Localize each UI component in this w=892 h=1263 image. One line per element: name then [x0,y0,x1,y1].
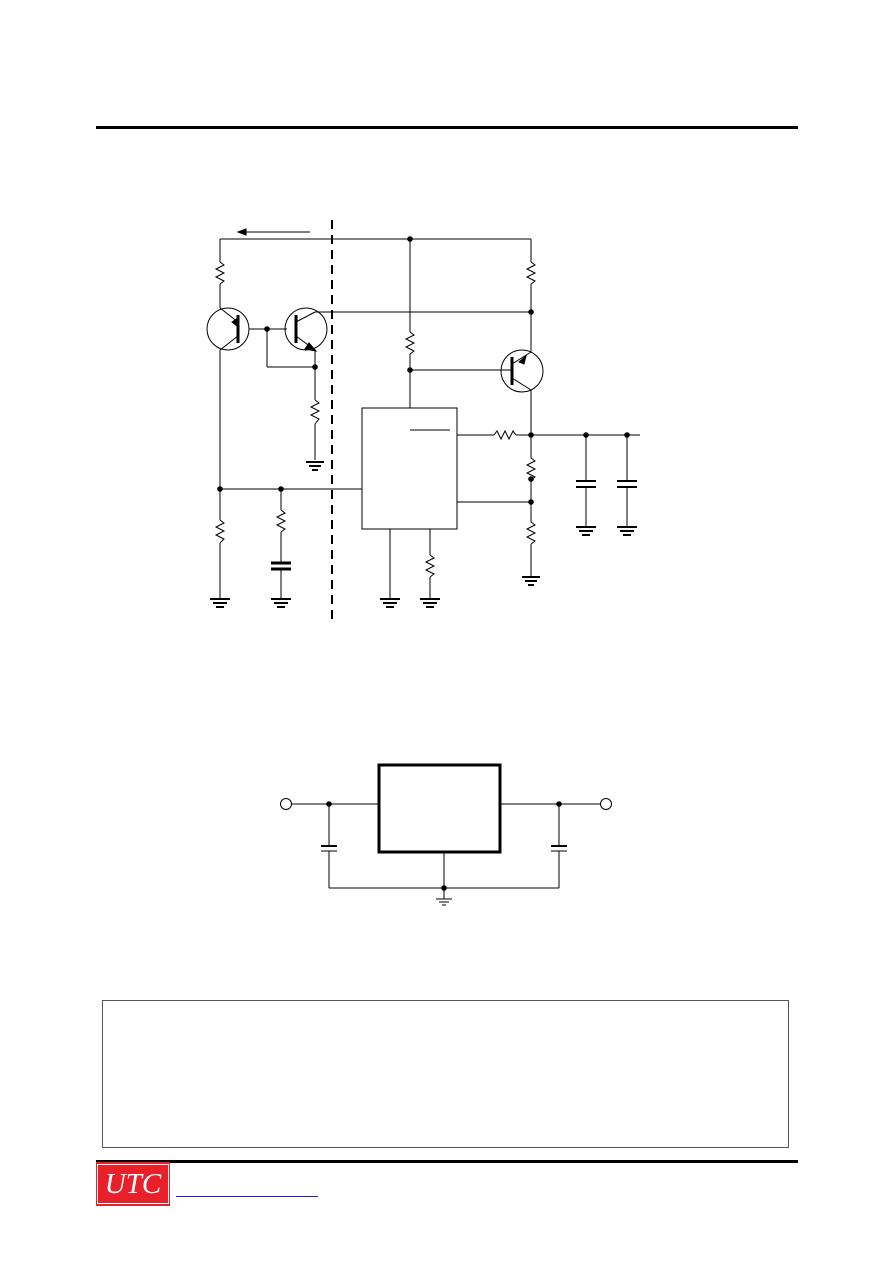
resistor-q2-emitter [309,399,321,425]
ground-symbol [306,461,324,471]
output-capacitor [551,845,567,852]
output-terminal [600,798,612,810]
resistor-ic-bottom [424,554,436,578]
regulator-block [377,763,502,854]
capacitor-out-1 [576,480,596,488]
footer-rule [96,1160,798,1163]
junction-dot [528,432,534,438]
transistor-q3 [500,349,544,393]
resistor-divider-bottom [525,521,537,545]
resistor-divider-top [525,457,537,481]
transistor-q2 [284,307,328,352]
ground-symbol [576,526,596,536]
ground-symbol [420,598,440,608]
ground-symbol [436,898,452,906]
utc-logo-text: UTC [104,1167,162,1200]
resistor-left-top [214,261,226,285]
junction-dot [312,364,318,370]
resistor-rc [275,509,287,533]
website-link[interactable] [176,1196,318,1197]
ground-symbol [617,526,637,536]
input-terminal [280,798,292,810]
ground-symbol [380,598,400,608]
junction-dot [528,499,534,505]
current-arrow [236,228,310,236]
internal-circuit-schematic [206,220,640,620]
resistor-right-top [525,261,537,285]
ground-symbol [271,598,291,608]
header-rule [96,126,798,129]
utc-logo: UTC [96,1162,170,1206]
resistor-output-series [493,429,517,441]
regulator-ic-block [361,407,458,530]
junction-dot [528,476,534,482]
resistor-left-bottom [214,519,226,544]
capacitor-rc [271,561,291,571]
notes-box [102,1000,789,1148]
ground-symbol [522,576,540,586]
junction-dot [441,885,447,891]
input-capacitor [321,845,337,852]
ground-symbol [210,598,230,608]
transistor-q1 [206,307,250,351]
resistor-center [404,331,416,355]
capacitor-out-2 [617,480,637,488]
application-circuit [280,763,612,906]
